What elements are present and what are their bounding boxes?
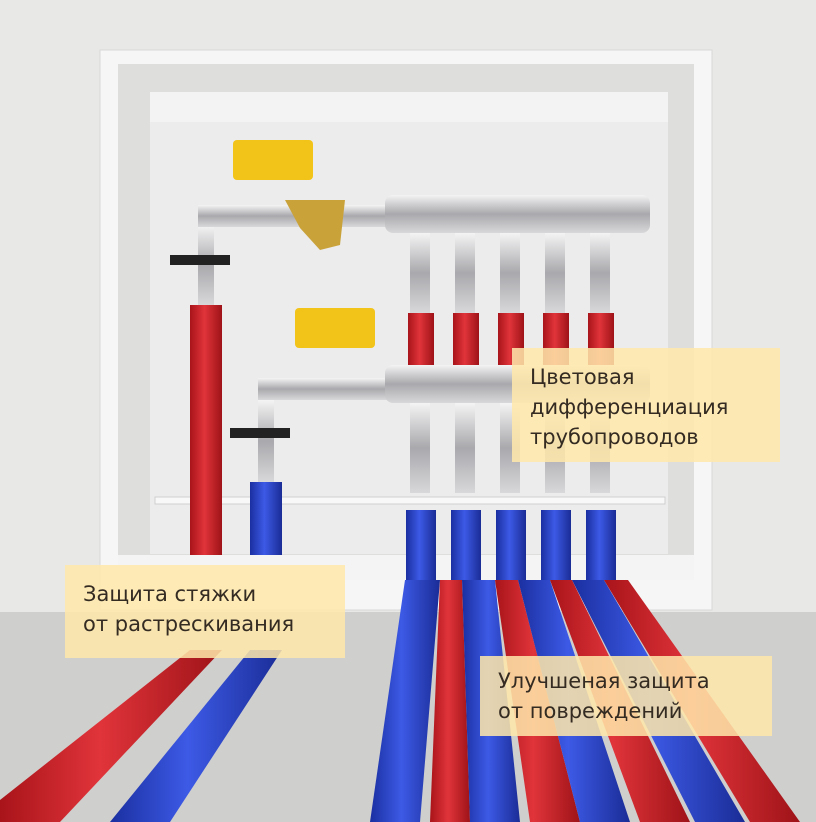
label-line: Защита стяжки	[83, 582, 257, 606]
supply-manifold	[385, 195, 650, 233]
brass-filter	[285, 200, 345, 250]
label-damage-protection: Улучшеная защита от повреждений	[480, 656, 772, 736]
label-line: трубопроводов	[530, 425, 699, 449]
label-color-differentiation: Цветовая дифференциация трубопроводов	[512, 348, 780, 462]
label-line: Улучшеная защита	[498, 669, 710, 693]
label-line: от растрескивания	[83, 612, 295, 636]
label-line: Цветовая	[530, 365, 635, 389]
blue-return-pipe	[250, 482, 282, 555]
label-line: от повреждений	[498, 699, 683, 723]
red-supply-pipe	[190, 305, 222, 555]
label-screed-protection: Защита стяжки от растрескивания	[65, 565, 345, 658]
valve-actuator-bottom	[295, 308, 375, 348]
label-line: дифференциация	[530, 395, 729, 419]
valve-actuator-top	[233, 140, 313, 180]
